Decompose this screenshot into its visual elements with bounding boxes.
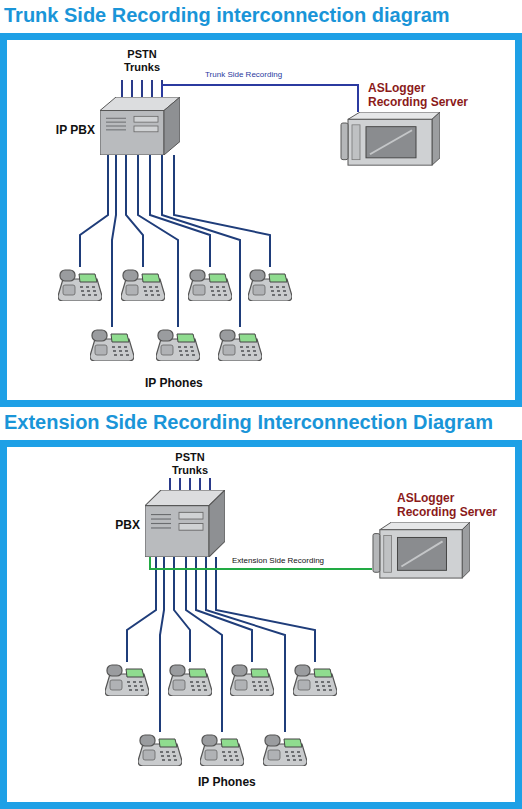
- recording-link: [150, 557, 372, 569]
- pbx-box: [145, 490, 225, 557]
- server-box: [340, 112, 440, 167]
- link-label: Extension Side Recording: [230, 556, 326, 566]
- diagram-heading: Trunk Side Recording interconnection dia…: [4, 2, 518, 28]
- pbx-node: PBX: [145, 490, 225, 557]
- server-node: ASLogger Recording Server: [372, 522, 470, 580]
- trunk-label: PSTN Trunks: [120, 48, 164, 74]
- server-box: [372, 522, 470, 580]
- link-label: Trunk Side Recording: [203, 70, 284, 80]
- server-node: ASLogger Recording Server: [340, 112, 440, 167]
- pbx-box: [100, 97, 180, 155]
- phones-label: IP Phones: [145, 377, 215, 390]
- trunk-label: PSTN Trunks: [168, 451, 212, 477]
- pbx-label: PBX: [115, 518, 140, 532]
- diagram-heading: Extension Side Recording Interconnection…: [4, 409, 518, 435]
- diagram-panel: Extension Side Recording Interconnection…: [0, 440, 522, 809]
- pbx-node: IP PBX: [100, 97, 180, 155]
- server-label: ASLogger Recording Server: [397, 491, 507, 519]
- diagram-panel: Trunk Side Recording interconnection dia…: [0, 33, 522, 407]
- phones-label: IP Phones: [198, 776, 268, 789]
- pbx-label: IP PBX: [56, 123, 95, 137]
- recording-link: [162, 85, 358, 112]
- server-label: ASLogger Recording Server: [368, 81, 478, 109]
